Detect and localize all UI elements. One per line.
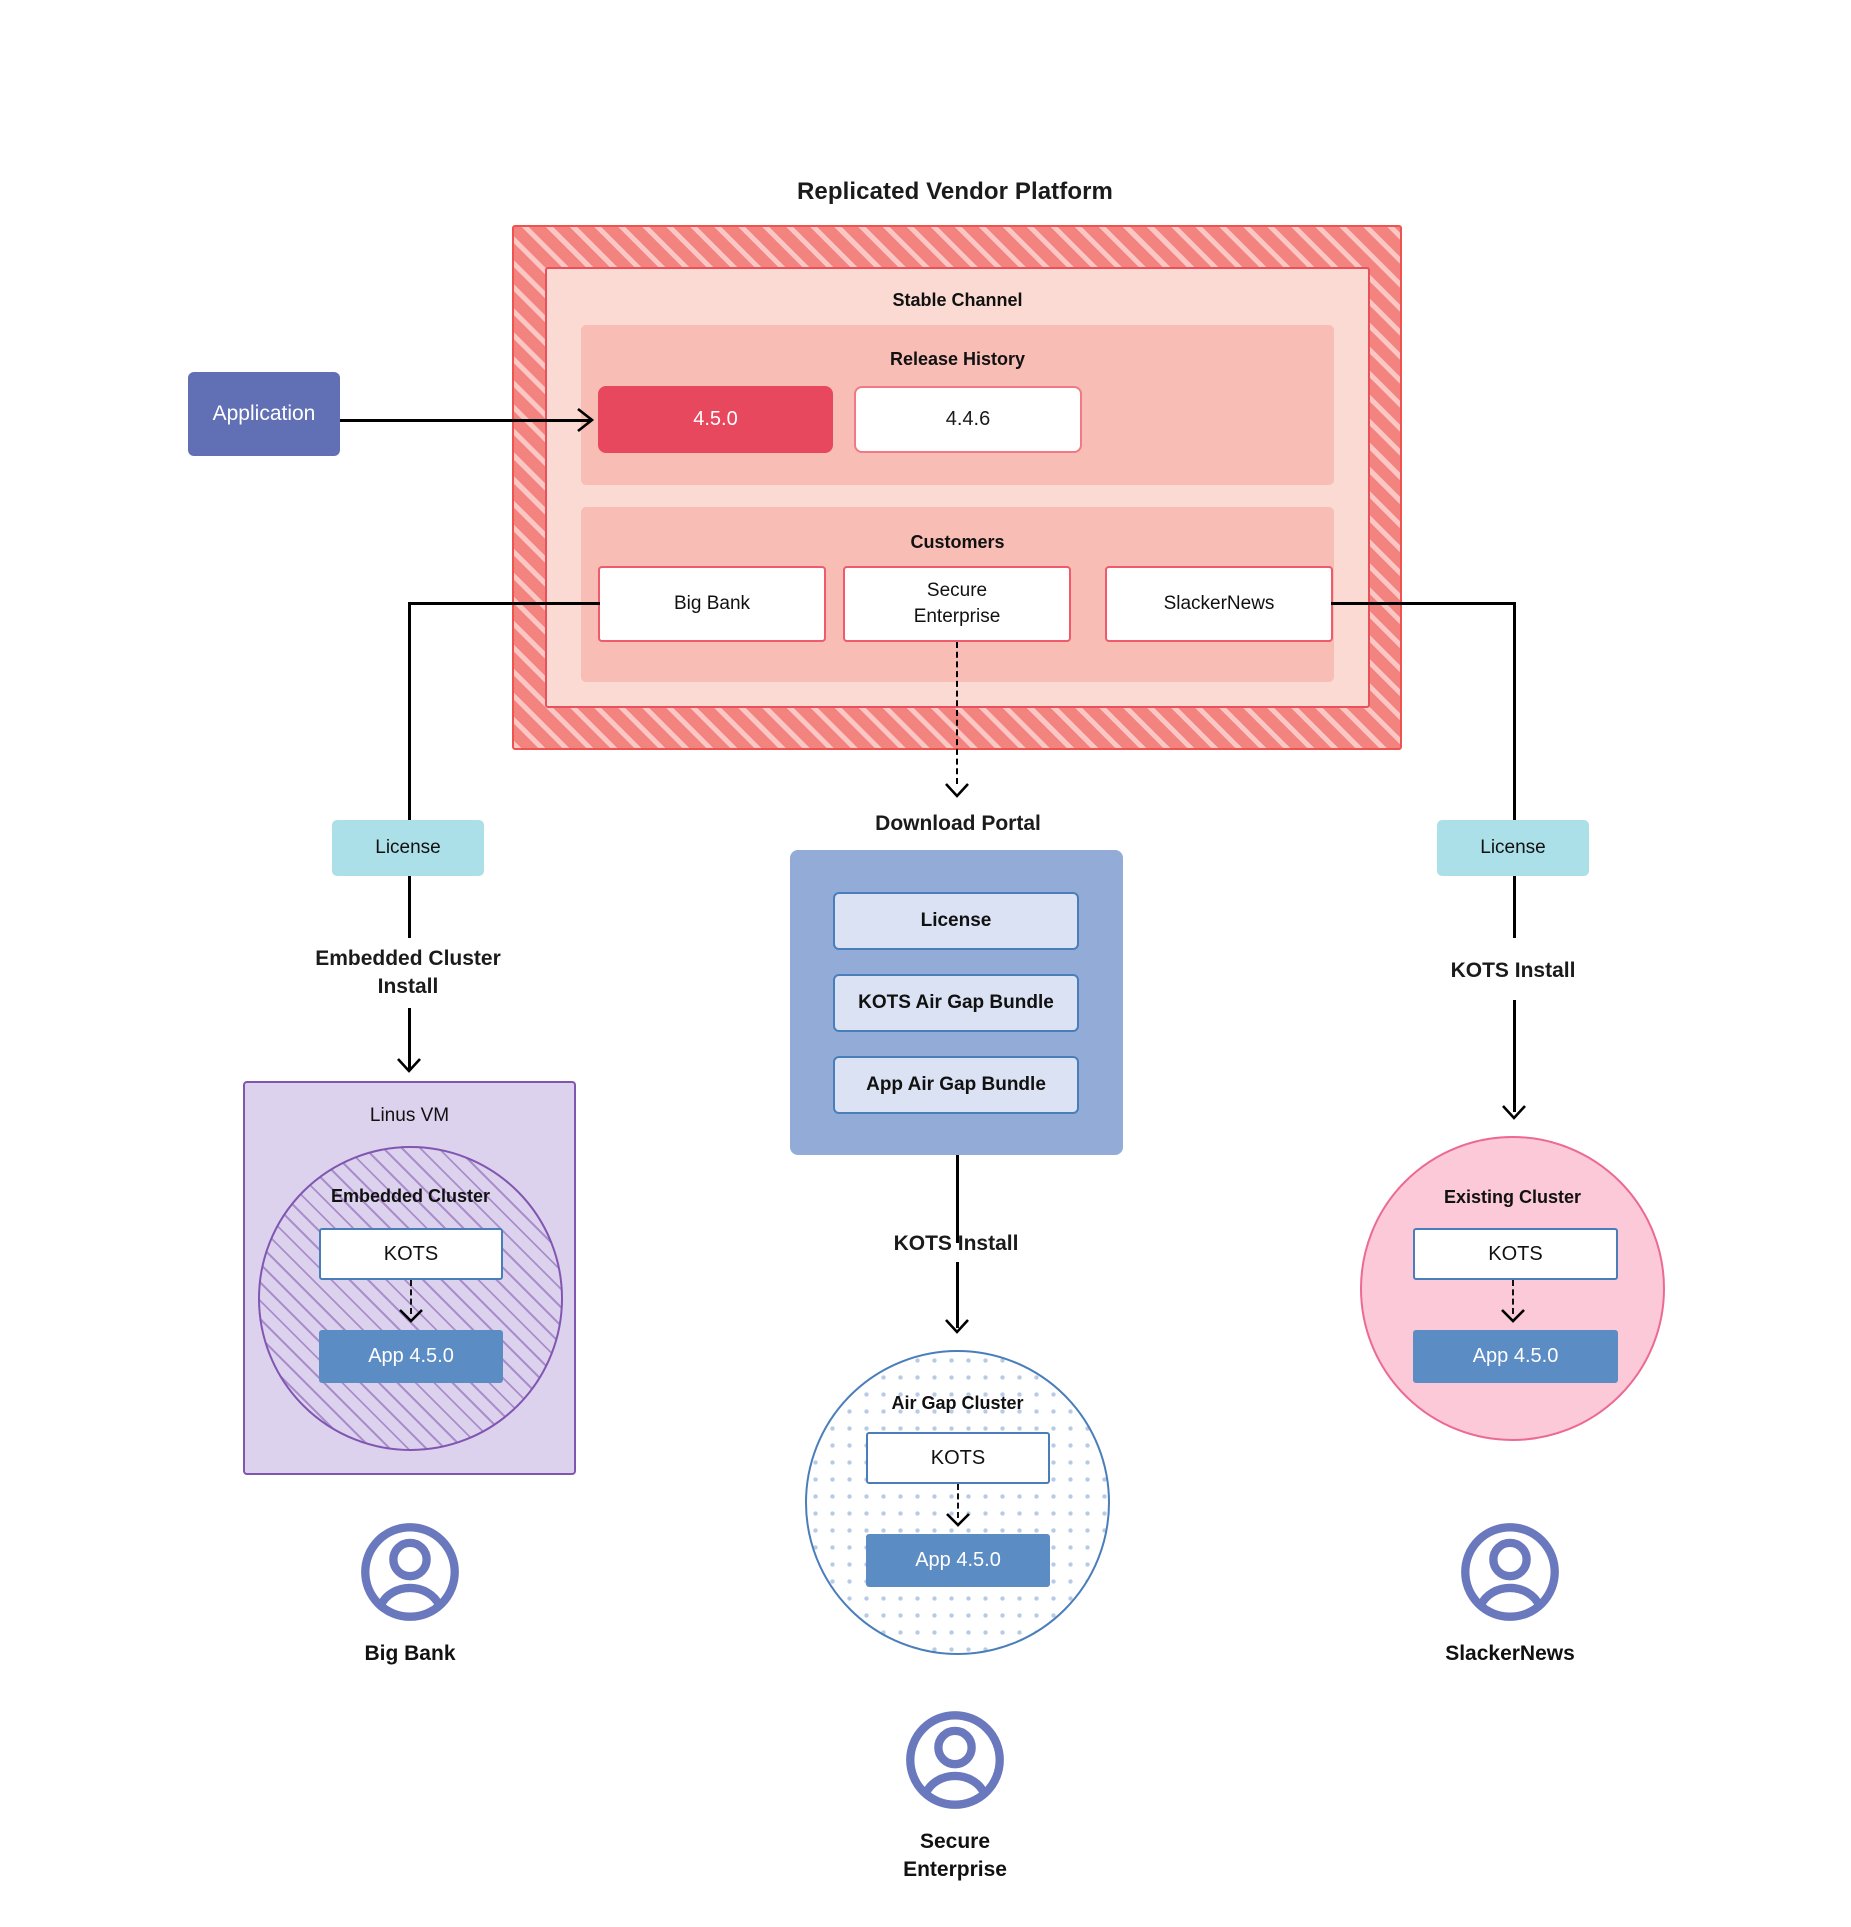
portal-item-kots-airgap-bundle[interactable]: KOTS Air Gap Bundle [833, 974, 1079, 1032]
airgap-app-box[interactable]: App 4.5.0 [866, 1534, 1050, 1587]
customer-box-big-bank[interactable]: Big Bank [598, 566, 826, 642]
portal-to-install-line [956, 1155, 959, 1243]
linux-vm-label: Linus VM [369, 1105, 450, 1126]
secure-enterprise-user: Secure Enterprise [855, 1708, 1055, 1883]
application-box[interactable]: Application [188, 372, 340, 456]
left-vm-arrowhead [397, 1058, 421, 1073]
embedded-app-arrowhead [399, 1309, 423, 1323]
slackernews-connector-vertical [1513, 602, 1516, 820]
airgap-cluster-label: Air Gap Cluster [891, 1392, 1024, 1413]
user-avatar-icon [1461, 1523, 1559, 1621]
page-title: Replicated Vendor Platform [796, 178, 1113, 205]
release-box-past[interactable]: 4.4.6 [854, 386, 1082, 453]
portal-item-app-airgap-bundle[interactable]: App Air Gap Bundle [833, 1056, 1079, 1114]
left-install-label: Embedded Cluster Install [315, 946, 501, 998]
big-bank-connector-vertical [408, 602, 411, 820]
slackernews-user: SlackerNews [1410, 1520, 1610, 1668]
existing-cluster-label: Existing Cluster [1443, 1186, 1582, 1207]
right-license-to-install-line [1513, 876, 1516, 938]
airgap-kots-to-app-dashed [957, 1484, 959, 1518]
embedded-kots-to-app-dashed [410, 1280, 412, 1314]
existing-app-box[interactable]: App 4.5.0 [1413, 1330, 1618, 1383]
embedded-app-box[interactable]: App 4.5.0 [319, 1330, 503, 1383]
big-bank-connector-horizontal [408, 602, 600, 605]
install-to-airgap-line [956, 1262, 959, 1328]
right-install-label: KOTS Install [1450, 959, 1576, 982]
left-install-to-vm-line [408, 1008, 411, 1070]
customer-box-slackernews[interactable]: SlackerNews [1105, 566, 1333, 642]
embedded-kots-box[interactable]: KOTS [319, 1228, 503, 1280]
existing-kots-to-app-dashed [1512, 1280, 1514, 1314]
download-portal-title: Download Portal [875, 812, 1041, 835]
release-history-title: Release History [889, 348, 1026, 369]
stable-channel-title: Stable Channel [892, 289, 1023, 310]
slackernews-user-label: SlackerNews [1445, 1642, 1575, 1665]
application-to-release-line [340, 419, 590, 422]
user-avatar-icon [361, 1523, 459, 1621]
airgap-app-arrowhead [946, 1513, 970, 1527]
big-bank-user-label: Big Bank [364, 1642, 456, 1665]
existing-kots-box[interactable]: KOTS [1413, 1228, 1618, 1280]
download-portal-arrowhead [945, 783, 969, 798]
release-box-current[interactable]: 4.5.0 [598, 386, 833, 453]
existing-cluster-arrowhead [1502, 1105, 1526, 1120]
embedded-cluster-label: Embedded Cluster [330, 1185, 491, 1206]
left-license-to-install-line [408, 876, 411, 938]
user-avatar-icon [906, 1711, 1004, 1809]
application-to-release-arrowhead [577, 407, 595, 433]
slackernews-connector-horizontal [1331, 602, 1515, 605]
secure-enterprise-user-label: Secure Enterprise [903, 1830, 1007, 1881]
customers-title: Customers [910, 531, 1005, 552]
center-install-label: KOTS Install [893, 1232, 1019, 1255]
customer-box-secure-enterprise[interactable]: Secure Enterprise [843, 566, 1071, 642]
airgap-kots-box[interactable]: KOTS [866, 1432, 1050, 1484]
big-bank-user: Big Bank [310, 1520, 510, 1668]
secure-enterprise-connector-dashed [956, 642, 958, 784]
left-license-chip[interactable]: License [332, 820, 484, 876]
existing-app-arrowhead [1501, 1309, 1525, 1323]
portal-item-license[interactable]: License [833, 892, 1079, 950]
right-license-chip[interactable]: License [1437, 820, 1589, 876]
right-install-to-cluster-line [1513, 1000, 1516, 1112]
airgap-cluster-arrowhead [945, 1319, 969, 1334]
